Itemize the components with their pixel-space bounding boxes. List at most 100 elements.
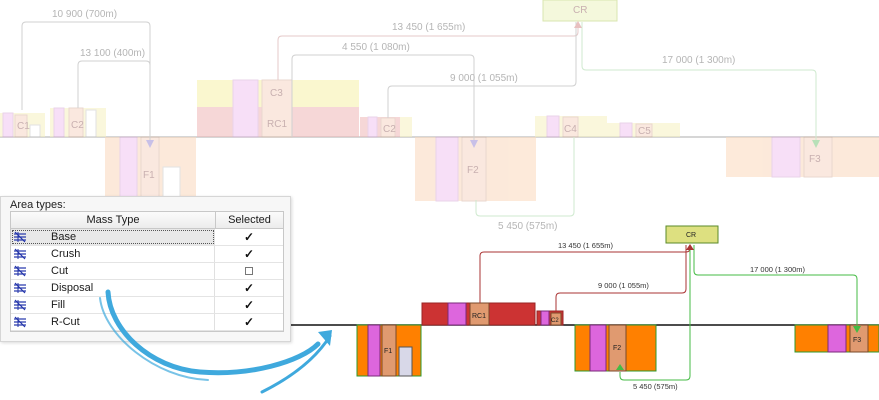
faded-box-rc1: RC1: [267, 119, 287, 130]
mass-type-icon: [14, 248, 26, 260]
faded-label-9000: 9 000 (1 055m): [450, 73, 518, 84]
faded-box-c4: C4: [564, 124, 577, 135]
faded-route-9000: [387, 22, 577, 118]
main-cluster-c2: [536, 310, 564, 326]
mass-type-label: Disposal: [51, 282, 94, 294]
faded-box-f3: F3: [809, 154, 821, 165]
mass-type-icon: [14, 231, 26, 243]
mass-type-icon: [14, 282, 26, 294]
mass-type-icon: [14, 316, 26, 328]
mass-type-label: Base: [51, 231, 77, 243]
faded-label-4550: 4 550 (1 080m): [342, 42, 410, 53]
faded-arrowhead-f2: [470, 140, 478, 148]
faded-label-10900: 10 900 (700m): [52, 9, 117, 20]
faded-route-10900: [21, 21, 151, 140]
faded-box-f2: F2: [467, 165, 479, 176]
check-icon: ✓: [243, 230, 255, 244]
faded-box-cr: CR: [573, 5, 587, 16]
main-box-f1: F1: [384, 348, 392, 355]
faded-route-4550: [291, 54, 475, 140]
mass-type-row[interactable]: Fill ✓: [11, 297, 283, 314]
faded-cluster-rc1: [197, 79, 359, 138]
header-selected[interactable]: Selected: [228, 214, 271, 226]
mass-type-label: Crush: [51, 248, 81, 260]
main-box-f3: F3: [853, 337, 861, 344]
main-label-5450: 5 450 (575m): [633, 382, 678, 391]
selected-checkbox[interactable]: ✓: [215, 229, 283, 245]
faded-label-17000: 17 000 (1 300m): [662, 55, 735, 66]
main-arrowhead-cr: [686, 244, 694, 250]
mass-type-icon: [14, 265, 26, 277]
main-route-17000: [693, 245, 858, 328]
faded-route-13450: [277, 22, 579, 80]
mass-type-label: Fill: [51, 299, 66, 311]
faded-box-c3: C3: [270, 88, 283, 99]
area-types-title: Area types:: [10, 199, 66, 211]
main-cr-box: [665, 225, 719, 244]
faded-box-f1: F1: [143, 170, 155, 181]
selected-checkbox[interactable]: ✓: [215, 297, 283, 313]
faded-cr-box: [542, 0, 618, 22]
header-mass-type[interactable]: Mass Type: [11, 212, 216, 228]
main-cluster-rc1: [421, 302, 536, 326]
faded-cluster-f2: [415, 136, 536, 202]
faded-box-c5: C5: [638, 126, 651, 137]
check-icon: ✓: [243, 298, 255, 312]
main-cluster-f2: [574, 324, 657, 372]
main-arrowhead-f3: [853, 326, 861, 333]
mass-type-row[interactable]: R-Cut ✓: [11, 314, 283, 331]
faded-arrowhead-cr: [574, 21, 582, 28]
main-label-9000: 9 000 (1 055m): [598, 281, 649, 290]
grid-header: Mass Type Selected: [11, 212, 283, 229]
mass-type-cell[interactable]: R-Cut: [11, 314, 215, 330]
main-route-13450: [479, 245, 691, 303]
check-icon: ✓: [243, 315, 255, 329]
mass-type-cell[interactable]: Crush: [11, 246, 215, 262]
main-box-f2: F2: [613, 345, 621, 352]
main-box-rc1: RC1: [472, 313, 486, 320]
faded-arrowhead-f3: [812, 140, 820, 148]
selected-checkbox[interactable]: ✓: [215, 246, 283, 262]
faded-cluster-c4: [535, 115, 607, 138]
faded-cluster-c6: [360, 116, 412, 138]
faded-cluster-c2: [50, 107, 106, 138]
faded-route-5450: [475, 137, 575, 217]
main-cluster-f1: [356, 324, 422, 377]
mass-type-row[interactable]: Crush ✓: [11, 246, 283, 263]
mass-type-row[interactable]: Disposal ✓: [11, 280, 283, 297]
selected-checkbox[interactable]: ✓: [215, 280, 283, 296]
faded-label-13450: 13 450 (1 655m): [392, 22, 465, 33]
main-route-9000: [555, 245, 687, 311]
mass-type-cell[interactable]: Base: [11, 229, 215, 245]
area-types-panel: Area types: Mass Type Selected Base✓Crus…: [0, 196, 291, 342]
mass-type-row[interactable]: Cut: [11, 263, 283, 280]
main-box-cr: CR: [686, 232, 696, 239]
selected-checkbox[interactable]: [215, 263, 283, 279]
main-arrowhead-f2: [616, 364, 624, 370]
faded-box-c1: C1: [17, 121, 30, 132]
faded-cluster-c5: [607, 122, 680, 138]
mass-type-cell[interactable]: Disposal: [11, 280, 215, 296]
main-label-17000: 17 000 (1 300m): [750, 265, 806, 274]
main-cluster-f3: [794, 324, 879, 353]
mass-type-row[interactable]: Base ✓: [11, 229, 283, 246]
selected-checkbox[interactable]: ✓: [215, 314, 283, 330]
unchecked-box-icon: [245, 267, 253, 275]
main-route-5450: [619, 245, 691, 381]
mass-type-cell[interactable]: Fill: [11, 297, 215, 313]
main-label-13450: 13 450 (1 655m): [558, 241, 614, 250]
mass-type-label: Cut: [51, 265, 69, 277]
faded-route-17000: [581, 22, 817, 140]
faded-label-13100: 13 100 (400m): [80, 48, 145, 59]
faded-arrowhead-f1: [146, 140, 154, 148]
faded-cluster-c1: [0, 112, 45, 138]
faded-route-13100: [77, 60, 151, 108]
check-icon: ✓: [243, 281, 255, 295]
faded-box-c2: C2: [71, 120, 84, 131]
mass-type-cell[interactable]: Cut: [11, 263, 215, 279]
faded-label-5450: 5 450 (575m): [498, 221, 557, 232]
